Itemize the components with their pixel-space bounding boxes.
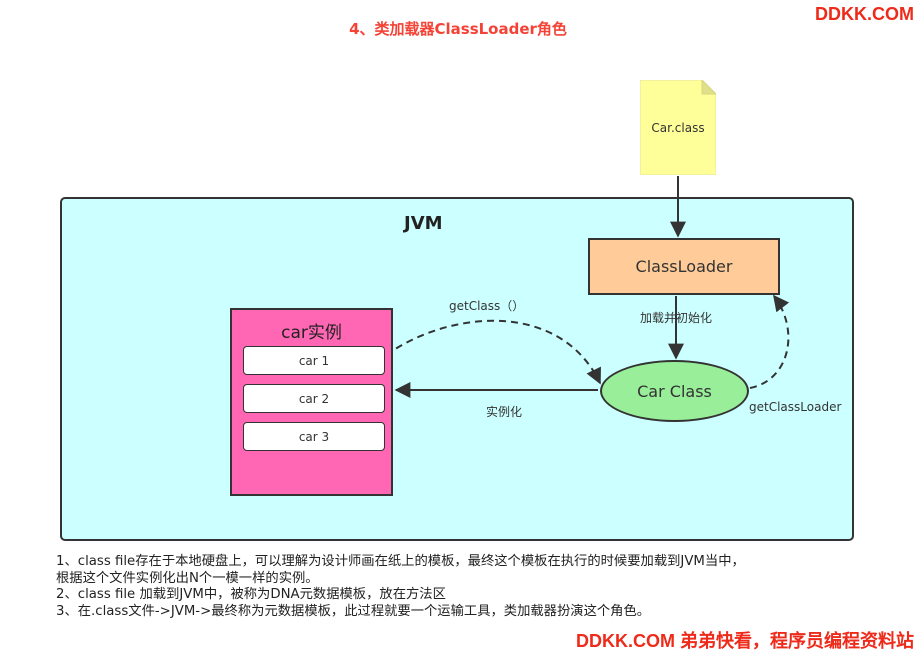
watermark-bottom: DDKK.COM 弟弟快看，程序员编程资料站	[576, 631, 914, 651]
watermark-top: DDKK.COM	[815, 4, 914, 24]
classloader-node: ClassLoader	[588, 238, 780, 295]
car-class-node: Car Class	[600, 360, 749, 422]
description-line: 2、class file 加载到JVM中，被称为DNA元数据模板，放在方法区	[56, 587, 446, 602]
description-line: 1、class file存在于本地硬盘上，可以理解为设计师画在纸上的模板，最终这…	[56, 554, 745, 569]
description-text: 1、class file存在于本地硬盘上，可以理解为设计师画在纸上的模板，最终这…	[56, 554, 876, 620]
car-instance-item: car 1	[243, 346, 385, 375]
edge-getclass	[385, 319, 601, 385]
page-title: 4、类加载器ClassLoader角色	[349, 20, 567, 38]
edge-label-load-init: 加载并初始化	[640, 311, 713, 325]
jvm-label: JVM	[404, 213, 443, 234]
edge-label-getclassloader: getClassLoader	[749, 400, 842, 414]
edge-getclassloader	[749, 294, 790, 389]
car-instance-item: car 3	[243, 422, 385, 451]
class-file-note	[640, 80, 716, 175]
class-file-label: Car.class	[651, 121, 705, 135]
description-line: 根据这个文件实例化出N个一模一样的实例。	[56, 570, 319, 586]
car-instance-item: car 2	[243, 384, 385, 413]
description-line: 3、在.class文件->JVM->最终称为元数据模板，此过程就要一个运输工具，…	[56, 603, 651, 619]
edge-label-instantiate: 实例化	[486, 405, 523, 419]
car-instances-title: car实例	[281, 323, 342, 343]
edge-label-getclass: getClass（）	[449, 299, 525, 313]
